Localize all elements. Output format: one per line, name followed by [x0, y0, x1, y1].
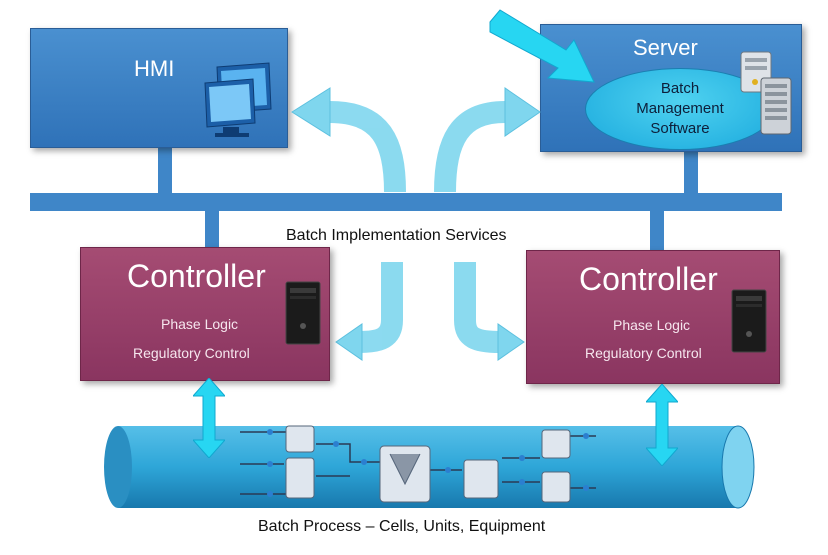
double-arrow-icon	[193, 378, 225, 458]
network-bus	[30, 193, 782, 211]
bus-connector	[650, 210, 664, 250]
bus-connector	[158, 148, 172, 194]
software-line-3: Software	[650, 120, 710, 137]
hmi-label: HMI	[134, 56, 175, 81]
server-tower-icon	[740, 51, 792, 135]
pc-tower-icon	[285, 281, 321, 345]
hmi-panel: HMI	[30, 28, 288, 148]
arrow-head-to-controller-right	[497, 323, 525, 361]
bus-label: Batch Implementation Services	[286, 227, 507, 244]
arrow-head-to-controller-left	[335, 323, 363, 361]
double-arrow-icon	[646, 384, 678, 466]
server-label: Server	[633, 35, 698, 60]
bus-connector	[684, 152, 698, 194]
arrow-head-to-hmi	[291, 87, 331, 137]
controller-phase-logic: Phase Logic	[161, 316, 239, 332]
process-label: Batch Process – Cells, Units, Equipment	[258, 518, 546, 535]
monitor-icon	[204, 62, 272, 137]
software-line-1: Batch	[660, 80, 700, 97]
bus-connector	[205, 210, 219, 250]
controller-regulatory-control: Regulatory Control	[585, 345, 702, 361]
arrow-head-to-server	[504, 87, 541, 137]
software-line-2: Management	[636, 100, 724, 117]
controller-phase-logic: Phase Logic	[613, 317, 691, 333]
equipment-icon	[240, 425, 596, 503]
pointer-arrow-icon	[489, 9, 595, 83]
pc-tower-icon	[731, 289, 767, 353]
controller-title: Controller	[127, 258, 266, 294]
controller-regulatory-control: Regulatory Control	[133, 345, 250, 361]
controller-title: Controller	[579, 261, 718, 297]
